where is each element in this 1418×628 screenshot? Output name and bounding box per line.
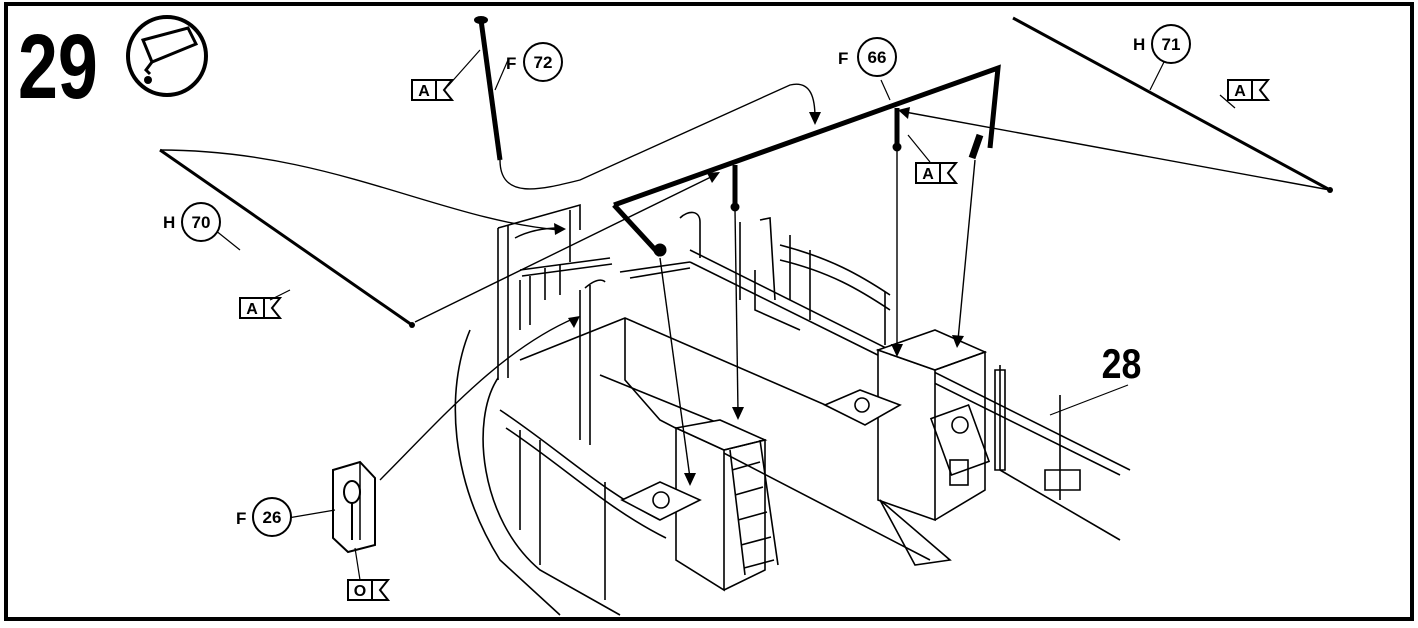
callout-sprue-letter: F xyxy=(506,54,516,73)
callout-f66: F 66 xyxy=(838,37,897,77)
callout-sprue-letter: H xyxy=(1133,35,1145,54)
part-h71-rod xyxy=(1012,16,1331,192)
part-f26 xyxy=(332,460,376,581)
part-h70-rod xyxy=(159,148,413,327)
color-flag-66: A xyxy=(915,162,959,184)
color-flag-letter: A xyxy=(1234,83,1246,100)
color-flag-letter: A xyxy=(922,166,934,183)
bridge-structure xyxy=(454,203,1131,616)
callout-h71: H 71 xyxy=(1133,24,1191,64)
color-flag-letter: A xyxy=(418,83,430,100)
callout-f72: F 72 xyxy=(506,42,563,82)
callout-part-number: 26 xyxy=(263,508,282,527)
arrowheads xyxy=(554,107,964,486)
color-flag-26: O xyxy=(347,579,391,601)
step-number: 29 xyxy=(18,15,98,118)
glue-tube-icon xyxy=(126,15,208,97)
color-flag-70: A xyxy=(239,297,283,319)
callout-sprue-letter: F xyxy=(838,49,848,68)
leader-lines xyxy=(214,49,1236,519)
color-flag-72: A xyxy=(411,79,455,101)
color-flag-letter: O xyxy=(354,583,366,600)
callout-h70: H 70 xyxy=(163,202,221,242)
part-f66-frame xyxy=(612,64,1001,257)
color-flag-71: A xyxy=(1227,79,1271,101)
callout-part-number: 66 xyxy=(868,48,887,67)
reference-leader-line xyxy=(1049,384,1129,416)
callout-sprue-letter: H xyxy=(163,213,175,232)
assembly-arrows xyxy=(159,83,1331,481)
callout-sprue-letter: F xyxy=(236,509,246,528)
part-f72-pole xyxy=(474,16,503,161)
callout-f26: F 26 xyxy=(236,497,292,537)
color-flag-letter: A xyxy=(246,301,258,318)
callout-part-number: 70 xyxy=(192,213,211,232)
callout-part-number: 72 xyxy=(534,53,553,72)
reference-step-number: 28 xyxy=(1102,341,1142,387)
callout-part-number: 71 xyxy=(1162,35,1181,54)
